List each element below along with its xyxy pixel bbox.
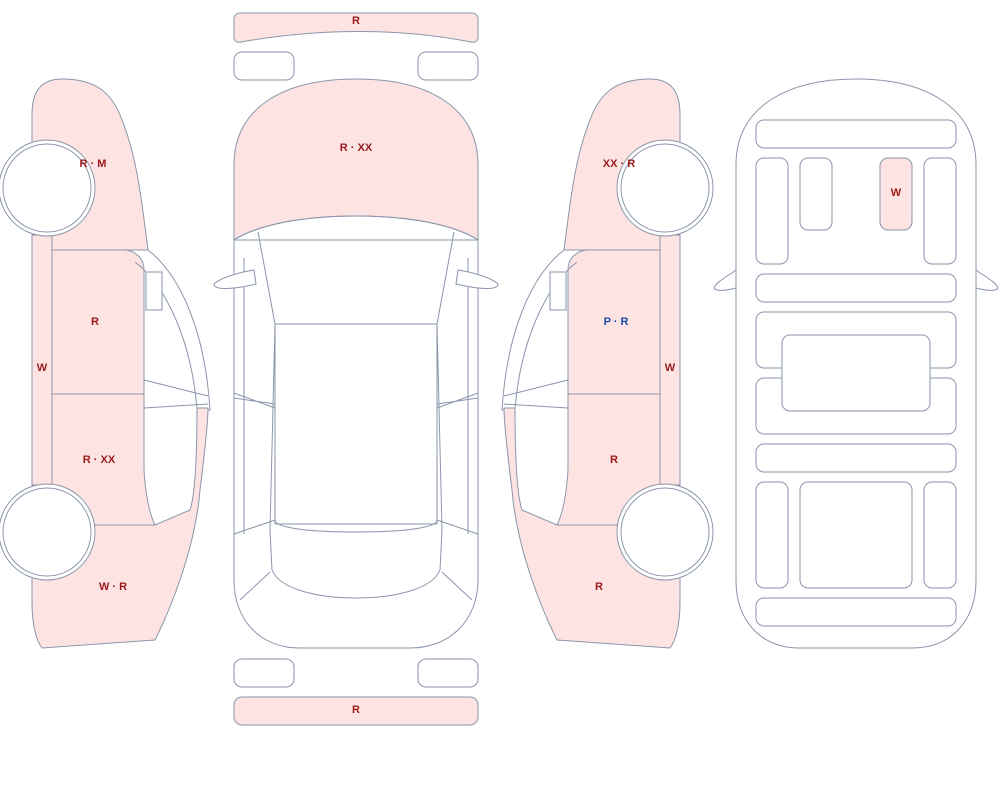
front-bumper[interactable] xyxy=(233,696,479,726)
right-front-door-label: P · R xyxy=(604,316,629,328)
right-quarter-label: R xyxy=(595,581,603,593)
rear-bumper-label: R xyxy=(352,15,360,27)
front-left-light[interactable] xyxy=(233,658,295,688)
left-inner-rail[interactable] xyxy=(799,157,833,231)
right-front-door-code-p: P xyxy=(604,316,611,328)
left-front-door-label: R xyxy=(91,316,99,328)
roof xyxy=(274,323,438,525)
right-front-fender-label: XX · R xyxy=(603,158,635,170)
top-right-mirror[interactable] xyxy=(455,269,499,289)
right-rear-door-label: R xyxy=(610,454,618,466)
underside-right-mirror xyxy=(975,269,999,291)
right-quarter-panel[interactable] xyxy=(503,407,681,649)
top-view: R R · XX R xyxy=(213,12,499,726)
firewall-crossmember[interactable] xyxy=(755,273,957,303)
right-front-door-code-r: R xyxy=(620,316,628,328)
rear-bumper[interactable] xyxy=(233,12,479,43)
right-rocker-label: W xyxy=(665,362,676,374)
center-tunnel[interactable] xyxy=(781,334,931,412)
right-mirror[interactable] xyxy=(549,271,567,311)
front-bumper-label: R xyxy=(352,704,360,716)
left-front-wheel[interactable] xyxy=(2,143,92,233)
trunk-floor[interactable] xyxy=(799,481,913,589)
left-front-door[interactable] xyxy=(51,249,145,395)
left-rocker-label: W xyxy=(37,362,48,374)
left-quarter-label: W · R xyxy=(99,581,127,593)
left-rear-rail[interactable] xyxy=(755,481,789,589)
car-body-top xyxy=(233,239,479,649)
right-rear-wheel[interactable] xyxy=(620,487,710,577)
right-front-rail[interactable] xyxy=(923,157,957,265)
top-left-mirror[interactable] xyxy=(213,269,257,289)
right-window-frame xyxy=(501,249,578,411)
middle-crossmember[interactable] xyxy=(755,443,957,473)
right-rocker-panel[interactable] xyxy=(659,234,681,486)
side-lines-top xyxy=(233,258,479,601)
underside-left-mirror xyxy=(713,269,737,291)
floor-pan-section[interactable] xyxy=(879,157,913,231)
rear-left-light[interactable] xyxy=(233,51,295,81)
side-pillar-lines xyxy=(233,392,479,409)
rear-crossmember[interactable] xyxy=(755,597,957,627)
underside-view: W xyxy=(713,78,999,649)
floor-pan-label: W xyxy=(891,187,902,199)
right-front-door-code-sep: · xyxy=(611,316,621,328)
left-front-fender-label: R · M xyxy=(80,158,107,170)
right-front-door[interactable] xyxy=(567,249,661,395)
right-side-view: XX · R P · R W R R xyxy=(501,78,714,649)
front-crossmember[interactable] xyxy=(755,119,957,149)
rear-window xyxy=(269,519,443,599)
front-right-light[interactable] xyxy=(417,658,479,688)
left-rocker-panel[interactable] xyxy=(31,234,53,486)
rear-right-light[interactable] xyxy=(417,51,479,81)
right-rear-rail[interactable] xyxy=(923,481,957,589)
left-front-rail[interactable] xyxy=(755,157,789,265)
hood-label: R · XX xyxy=(340,142,373,154)
left-rear-door-label: R · XX xyxy=(83,454,116,466)
left-mirror[interactable] xyxy=(145,271,163,311)
right-front-wheel[interactable] xyxy=(620,143,710,233)
left-quarter-panel[interactable] xyxy=(31,407,209,649)
left-side-view: R · M R W R · XX W · R xyxy=(0,78,211,649)
left-window-frame xyxy=(134,249,211,411)
left-rear-wheel[interactable] xyxy=(2,487,92,577)
